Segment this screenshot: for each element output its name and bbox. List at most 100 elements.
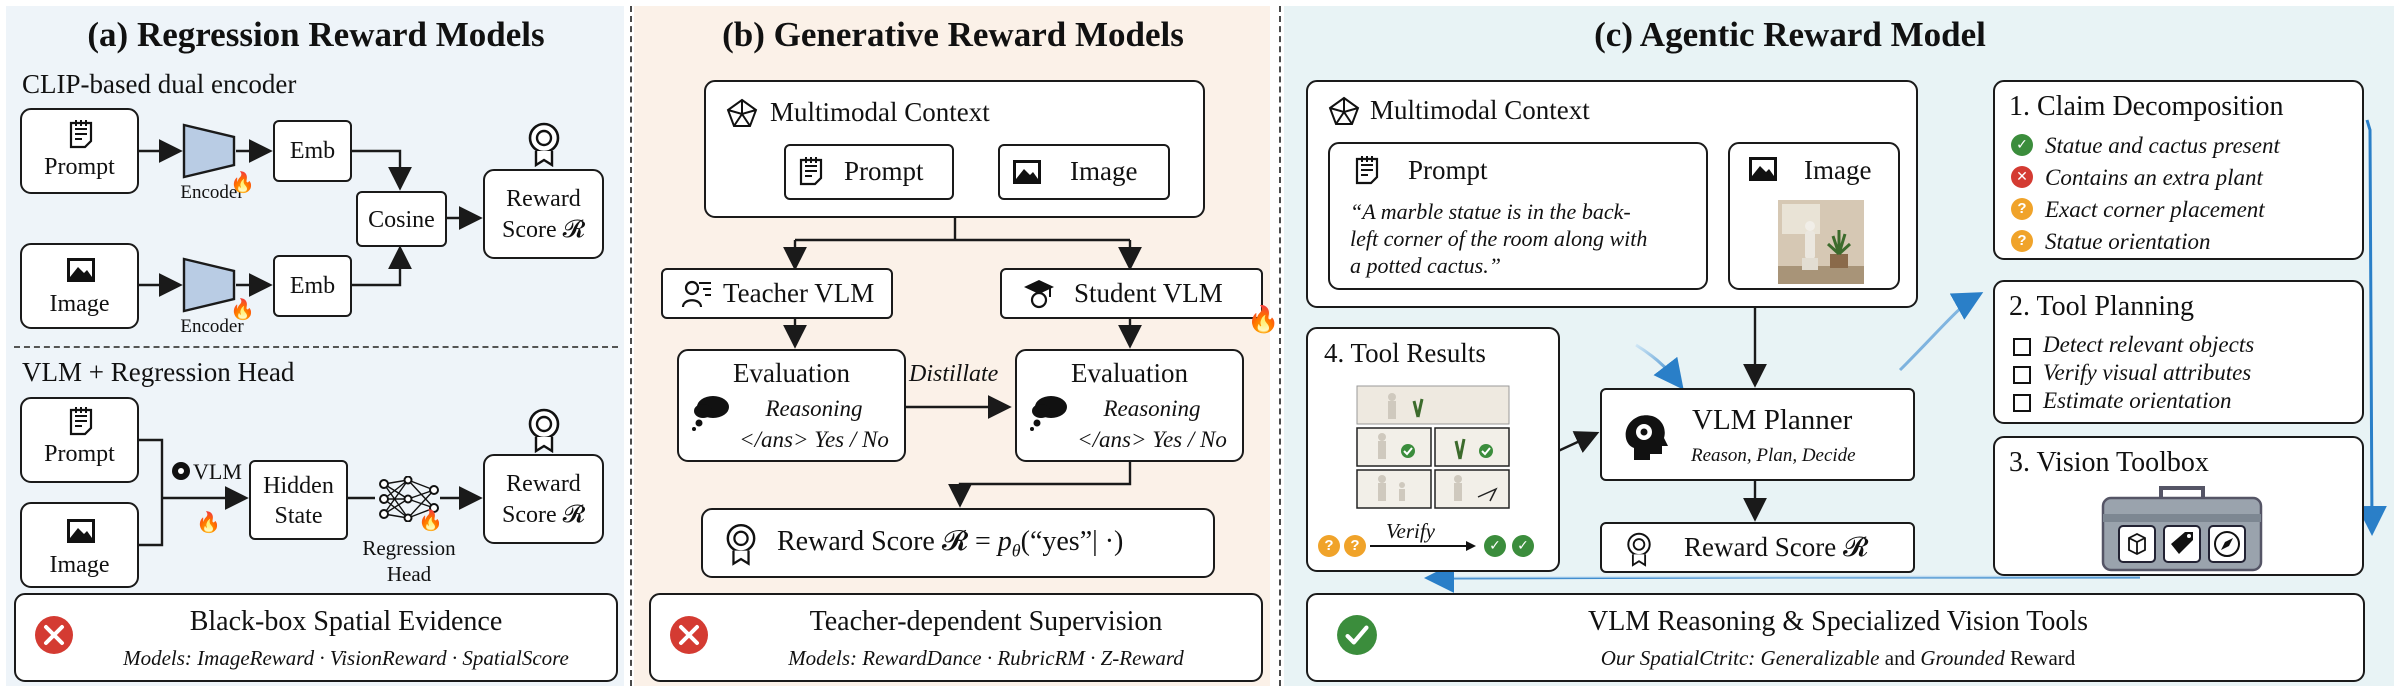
evaluation-label: Evaluation xyxy=(733,358,850,388)
claim-decomposition-box: 1. Claim Decomposition ✓ Statue and cact… xyxy=(1993,80,2364,260)
prompt-label: Prompt xyxy=(44,441,115,467)
encoder-label-1: Encoder xyxy=(180,182,244,203)
prompt-label: Prompt xyxy=(844,156,924,186)
prompt-label: Prompt xyxy=(44,154,115,180)
teacher-vlm-box: Teacher VLM xyxy=(661,268,893,319)
footer-box-a: Black-box Spatial Evidence Models: Image… xyxy=(14,593,618,682)
encoder-label-2: Encoder xyxy=(180,316,244,337)
teacher-vlm-label: Teacher VLM xyxy=(723,278,875,308)
claim-decomposition-title: 1. Claim Decomposition xyxy=(2009,91,2284,122)
check-icon: ✓ xyxy=(2011,134,2033,156)
distillate-label: Distillate xyxy=(909,361,999,387)
tool-results-grid xyxy=(1356,385,1510,509)
reward-label-line1: Reward xyxy=(506,186,581,212)
prompt-box-a1: Prompt xyxy=(20,108,139,194)
flame-icon: 🔥 xyxy=(230,299,255,321)
verify-arrow xyxy=(1370,541,1476,551)
emb-box-2: Emb xyxy=(273,255,352,317)
image-card-c: Image xyxy=(1728,142,1900,290)
tool-planning-box: 2. Tool Planning Detect relevant objects… xyxy=(1993,280,2364,424)
footer-title-b: Teacher-dependent Supervision xyxy=(809,606,1163,637)
hidden-label-line2: State xyxy=(274,503,323,529)
panel-a-title: (a) Regression Reward Models xyxy=(87,15,545,54)
reasoning-label: Reasoning xyxy=(765,396,863,421)
vlm-label: VLM xyxy=(193,459,242,484)
image-icon xyxy=(1749,157,1777,181)
multimodal-context-label: Multimodal Context xyxy=(1370,95,1590,125)
award-icon-a1 xyxy=(528,122,560,167)
image-icon xyxy=(67,519,95,543)
flame-icon: 🔥 xyxy=(1247,305,1280,334)
panel-b-title: (b) Generative Reward Models xyxy=(722,15,1184,54)
footer-tagline-pre: Our SpatialCtritc: xyxy=(1600,646,1761,670)
reward-score-box-b: Reward Score 𝓡 = pθ(“yes”| ·) xyxy=(701,508,1215,578)
reward-formula-p: p xyxy=(997,526,1012,557)
reward-formula: Reward Score 𝓡 = pθ(“yes”| ·) xyxy=(777,526,1123,561)
vision-toolbox-box: 3. Vision Toolbox xyxy=(1993,436,2364,576)
reward-formula-label: Reward Score 𝓡 = xyxy=(777,526,998,557)
pending-question-icon: ? xyxy=(1318,535,1340,557)
teacher-icon xyxy=(681,280,711,308)
footer-tagline-generalizable: Generalizable xyxy=(1760,646,1880,670)
plan-item: Estimate orientation xyxy=(2043,388,2232,413)
flame-icon: 🔥 xyxy=(196,512,221,534)
toolbox-icon xyxy=(2101,486,2263,572)
check-icon: ✓ xyxy=(1512,535,1534,557)
prompt-label: Prompt xyxy=(1408,155,1488,185)
reward-label-line2: Score 𝓡 xyxy=(501,502,586,528)
evaluation-label: Evaluation xyxy=(1071,358,1188,388)
image-icon xyxy=(1013,160,1041,184)
reward-label-line2: Score 𝓡 xyxy=(501,217,586,243)
panel-c-title: (c) Agentic Reward Model xyxy=(1594,15,1986,54)
footer-models-a: Models: ImageReward · VisionReward · Spa… xyxy=(123,646,569,670)
answer-label: </ans> Yes / No xyxy=(1077,427,1227,452)
tool-results-title: 4. Tool Results xyxy=(1324,338,1486,368)
student-vlm-box: Student VLM xyxy=(1000,268,1263,319)
evaluation-box-teacher: Evaluation Reasoning </ans> Yes / No xyxy=(677,349,906,462)
image-label: Image xyxy=(1804,155,1872,185)
cosine-box: Cosine xyxy=(356,191,447,247)
footer-tagline-grounded: Grounded xyxy=(1920,646,2005,670)
image-icon xyxy=(67,258,95,282)
prompt-box-a2: Prompt xyxy=(20,397,139,483)
encoder-trapezoid-2 xyxy=(182,257,236,313)
prompt-document-icon xyxy=(69,120,93,149)
flame-icon: 🔥 xyxy=(418,510,443,532)
reward-score-box-a1: Reward Score 𝓡 xyxy=(483,169,604,259)
checkbox-icon xyxy=(2013,338,2031,356)
footer-title-a: Black-box Spatial Evidence xyxy=(189,606,503,637)
claim-item: Statue orientation xyxy=(2045,229,2211,254)
award-icon-a2 xyxy=(528,408,560,453)
vlm-planner-subtitle: Reason, Plan, Decide xyxy=(1691,445,1856,466)
answer-label: </ans> Yes / No xyxy=(739,427,889,452)
footer-tagline-c: Our SpatialCtritc: Generalizable and Gro… xyxy=(1398,646,2278,670)
panel-divider-ab xyxy=(630,6,632,686)
cosine-label: Cosine xyxy=(368,207,435,233)
prompt-quote-line1: “A marble statue is in the back- xyxy=(1350,199,1631,224)
reasoning-label: Reasoning xyxy=(1103,396,1201,421)
prompt-quote-line3: a potted cactus.” xyxy=(1350,253,1501,278)
footer-tagline-and: and xyxy=(1879,646,1921,670)
claim-item: Contains an extra plant xyxy=(2045,165,2263,190)
section-vlm-regression-head: VLM + Regression Head xyxy=(22,357,295,387)
reward-score-box-c: Reward Score 𝓡 xyxy=(1600,522,1915,573)
reward-score-box-a2: Reward Score 𝓡 xyxy=(483,454,604,544)
panel-divider-bc xyxy=(1279,6,1281,686)
brain-gear-icon xyxy=(1625,415,1668,460)
flame-icon: 🔥 xyxy=(230,172,255,194)
vision-toolbox-title: 3. Vision Toolbox xyxy=(2009,447,2209,478)
tool-results-box: 4. Tool Results ? ? Verify ✓ ✓ xyxy=(1306,327,1560,572)
emb-label-1: Emb xyxy=(289,138,336,164)
image-box-a2: Image xyxy=(20,502,139,588)
fail-x-icon xyxy=(35,616,73,654)
claim-item: Statue and cactus present xyxy=(2045,133,2280,158)
footer-models-b: Models: RewardDance · RubricRM · Z-Rewar… xyxy=(788,646,1184,670)
cross-icon: ✕ xyxy=(2011,166,2033,188)
claim-item: Exact corner placement xyxy=(2045,197,2265,222)
hidden-label-line1: Hidden xyxy=(263,473,334,499)
regression-label-line1: Regression xyxy=(362,536,456,560)
image-chip-b: Image xyxy=(998,144,1170,200)
question-icon: ? xyxy=(2011,230,2033,252)
award-icon xyxy=(726,523,756,566)
multimodal-context-box-c: Multimodal Context Prompt “A marble stat… xyxy=(1306,80,1918,308)
